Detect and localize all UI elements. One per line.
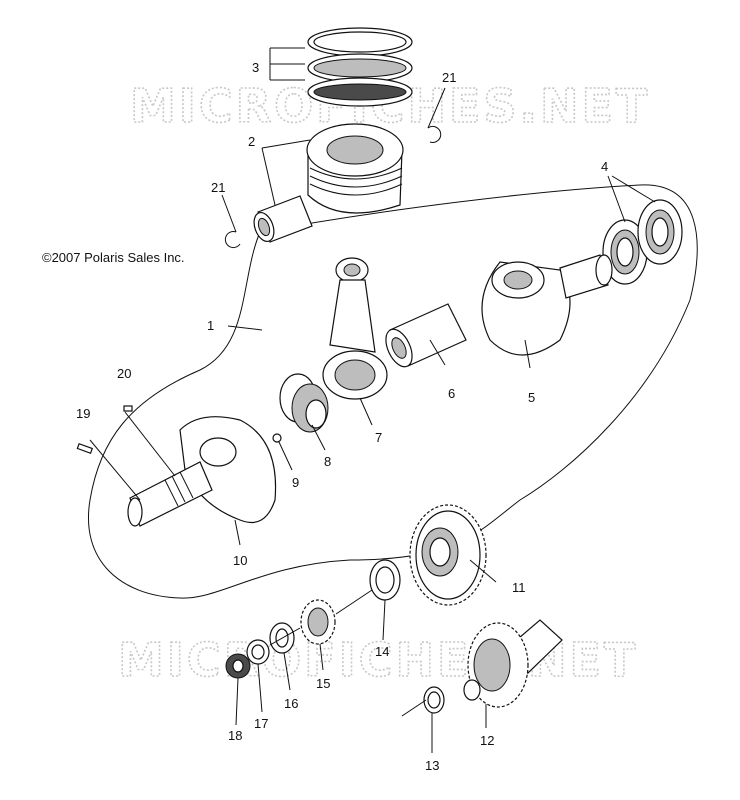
callout-4: 4 bbox=[601, 159, 608, 174]
needle-bearing[interactable] bbox=[279, 373, 329, 433]
callout-2: 2 bbox=[248, 134, 255, 149]
callout-17: 17 bbox=[254, 716, 268, 731]
callout-21-left: 21 bbox=[211, 180, 225, 195]
callout-10: 10 bbox=[233, 553, 247, 568]
piston[interactable] bbox=[306, 123, 404, 214]
callout-14: 14 bbox=[375, 644, 389, 659]
spacer-washer[interactable] bbox=[246, 639, 270, 665]
callout-18: 18 bbox=[228, 728, 242, 743]
callout-21-top: 21 bbox=[442, 70, 456, 85]
callout-3: 3 bbox=[252, 60, 259, 75]
callout-8: 8 bbox=[324, 454, 331, 469]
small-gear[interactable] bbox=[300, 599, 336, 645]
crank-gear[interactable] bbox=[409, 504, 487, 606]
nut[interactable] bbox=[225, 653, 251, 679]
woodruff-key-20[interactable] bbox=[123, 405, 133, 412]
crank-pin[interactable] bbox=[381, 303, 467, 371]
snap-ring[interactable] bbox=[423, 686, 445, 714]
circlip-left[interactable] bbox=[224, 231, 241, 248]
woodruff-key-19[interactable] bbox=[76, 442, 94, 454]
callout-19: 19 bbox=[76, 406, 90, 421]
main-bearings[interactable] bbox=[602, 199, 683, 285]
thrust-washer[interactable] bbox=[369, 559, 401, 601]
callout-5: 5 bbox=[528, 390, 535, 405]
callout-9: 9 bbox=[292, 475, 299, 490]
piston-rings[interactable] bbox=[307, 27, 413, 107]
callout-11: 11 bbox=[512, 580, 526, 595]
crankshaft-left-half[interactable] bbox=[127, 416, 277, 527]
connecting-rod[interactable] bbox=[322, 257, 388, 400]
circlip-top[interactable] bbox=[427, 125, 442, 143]
leader-lines bbox=[89, 47, 656, 753]
callout-6: 6 bbox=[448, 386, 455, 401]
crankshaft-right-half[interactable] bbox=[481, 254, 613, 356]
callout-12: 12 bbox=[480, 733, 494, 748]
check-ball[interactable] bbox=[272, 433, 282, 443]
callout-7: 7 bbox=[375, 430, 382, 445]
callout-15: 15 bbox=[316, 676, 330, 691]
callout-1: 1 bbox=[207, 318, 214, 333]
callout-labels: 3 2 21 21 4 1 6 5 7 8 9 20 19 10 11 14 1… bbox=[76, 60, 608, 773]
balance-shaft[interactable] bbox=[463, 619, 563, 708]
callout-16: 16 bbox=[284, 696, 298, 711]
callout-20: 20 bbox=[117, 366, 131, 381]
piston-pin[interactable] bbox=[250, 195, 313, 244]
callout-13: 13 bbox=[425, 758, 439, 773]
copyright-text: ©2007 Polaris Sales Inc. bbox=[42, 250, 185, 265]
